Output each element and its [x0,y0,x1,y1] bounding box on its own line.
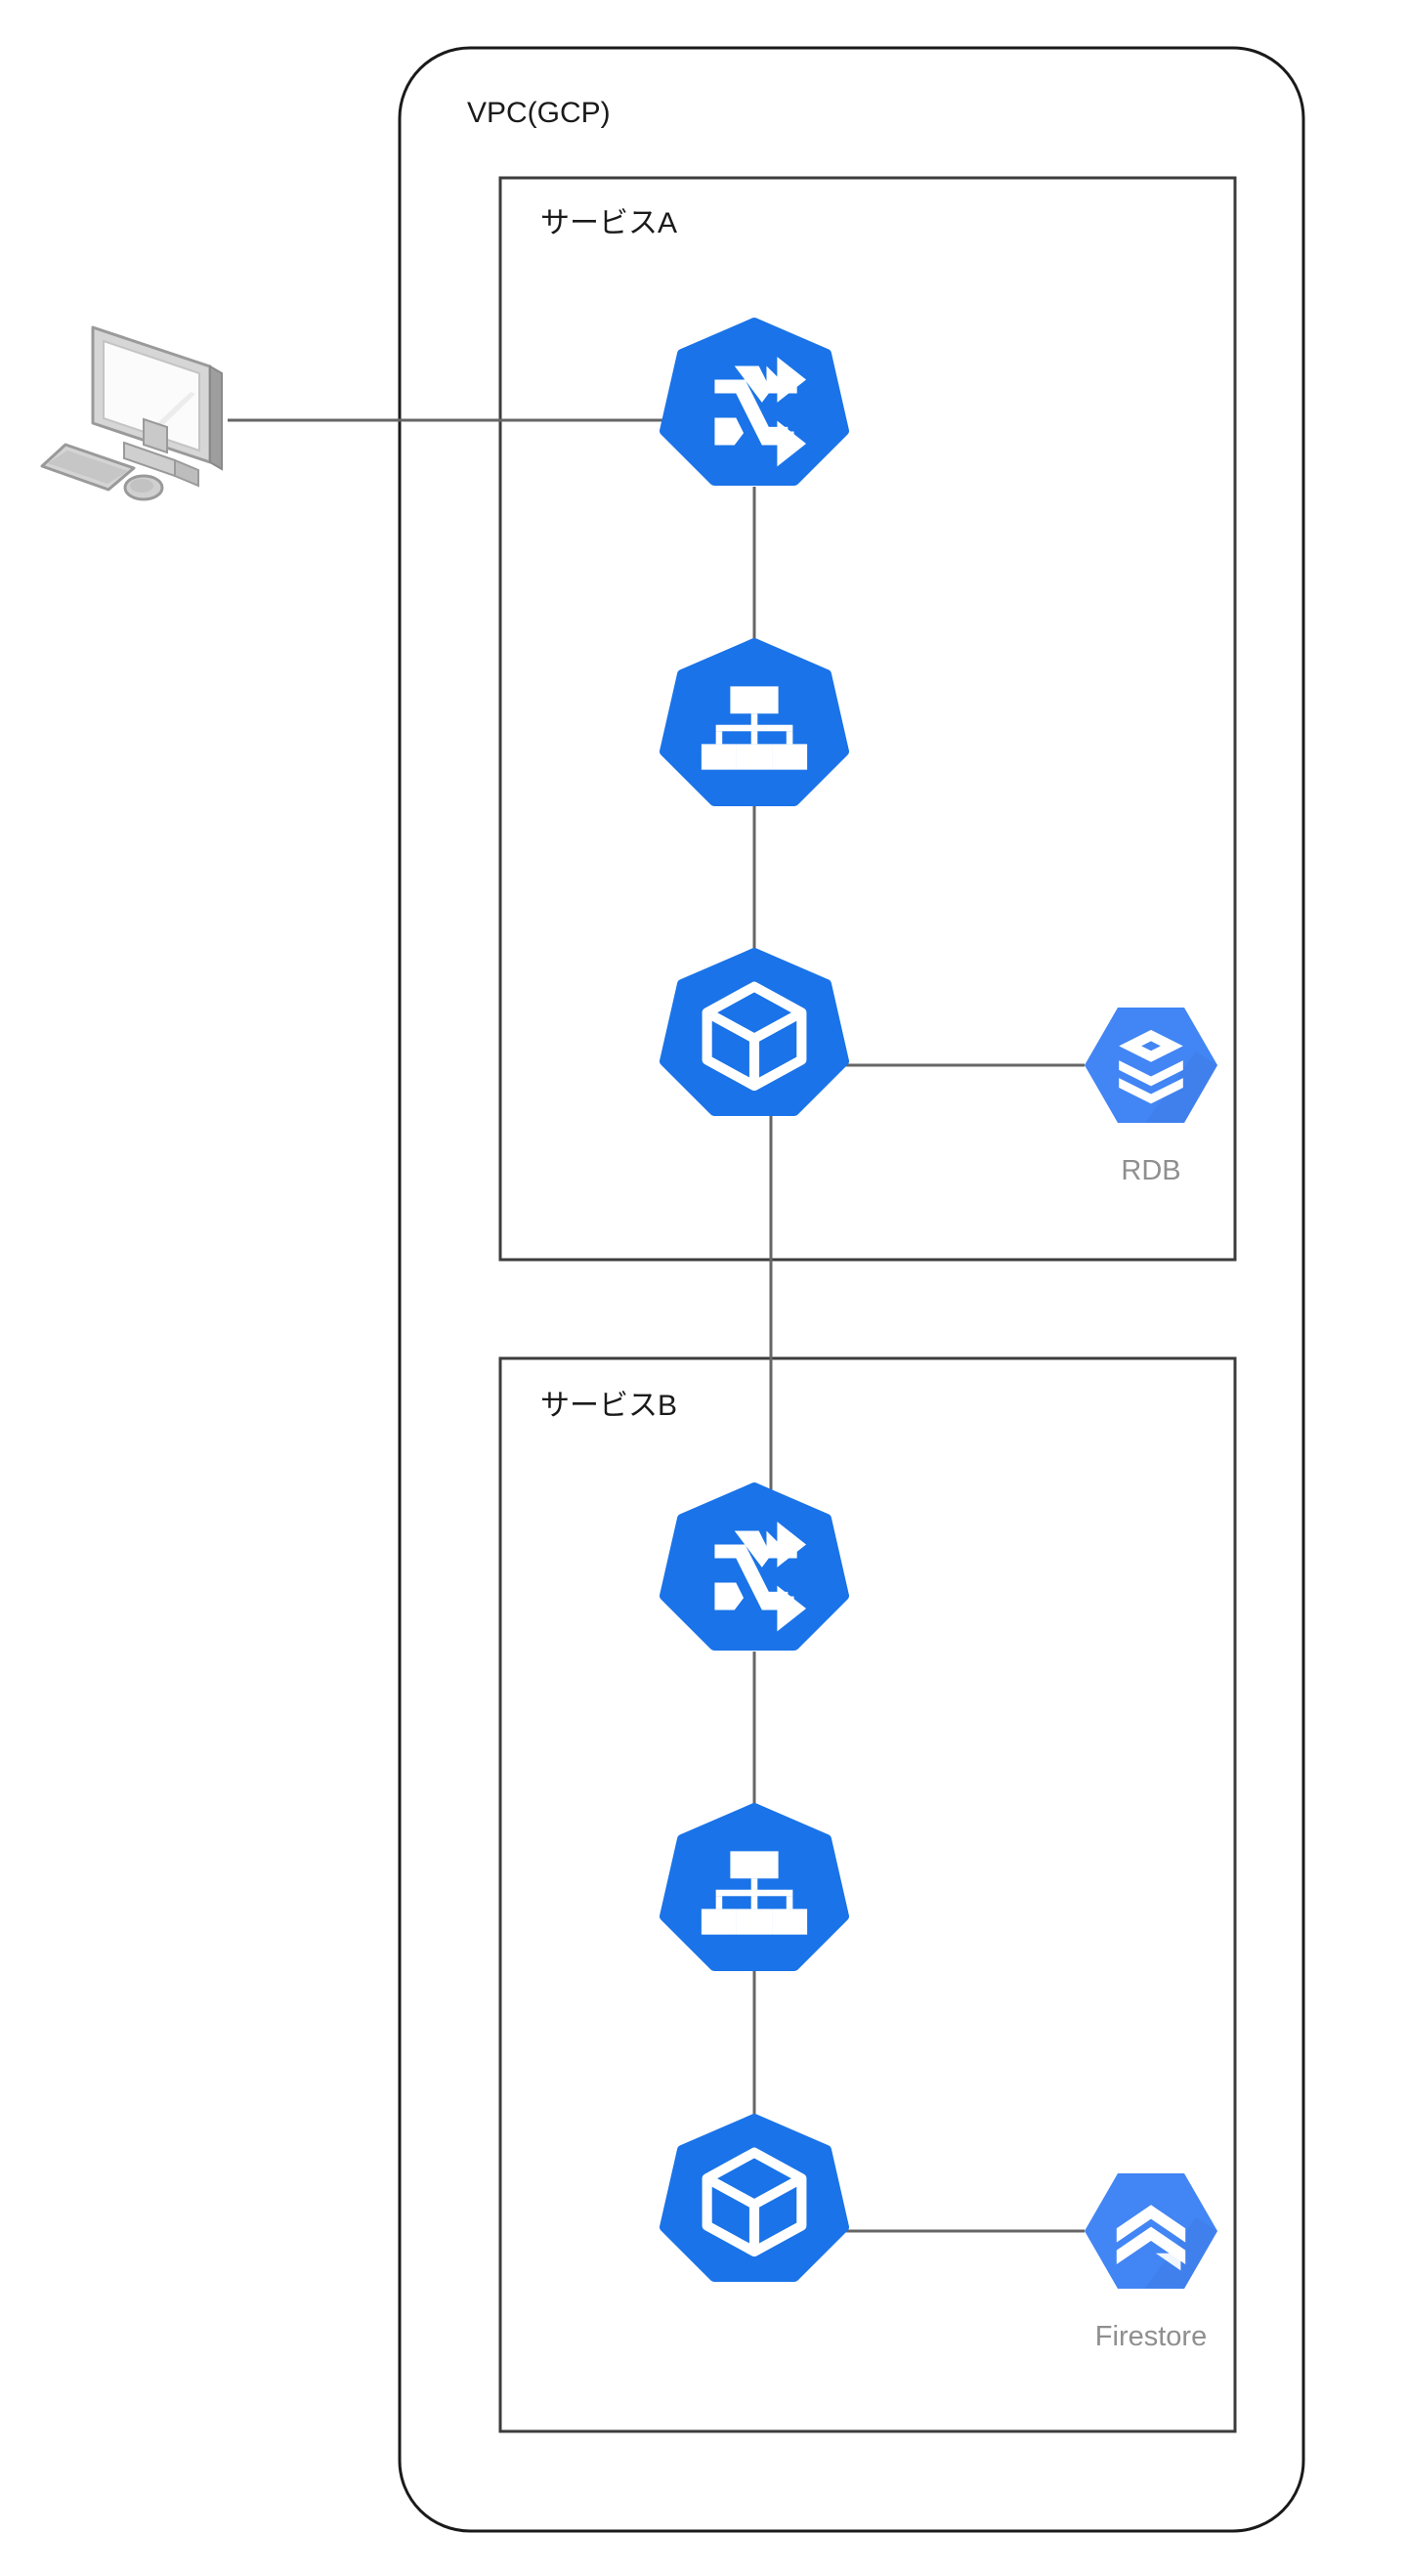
vpc-boundary [398,46,1305,2533]
group-box-service-b [498,1356,1237,2433]
node-instance-group-a[interactable] [660,638,849,806]
node-firestore[interactable]: Firestore [1085,2173,1217,2352]
node-rdb[interactable]: RDB [1085,1008,1217,1186]
group-box-service-a [498,176,1237,1262]
node-lb-a[interactable] [660,318,849,486]
edge-group [228,418,1085,2233]
node-label-firestore: Firestore [1095,2321,1207,2352]
container-icon [660,948,849,1116]
group-label-service-b: サービスB [540,1390,677,1422]
node-lb-b[interactable] [660,1482,849,1651]
group-label-service-a: サービスA [540,207,677,239]
node-label-rdb: RDB [1121,1155,1180,1186]
node-container-a[interactable] [660,948,849,1116]
desktop-computer [40,325,223,501]
node-container-b[interactable] [660,2114,849,2282]
container-icon [660,2114,849,2282]
database-icon [1085,1008,1217,1123]
vpc-label: VPC(GCP) [467,97,611,129]
node-instance-group-b[interactable] [660,1803,849,1971]
